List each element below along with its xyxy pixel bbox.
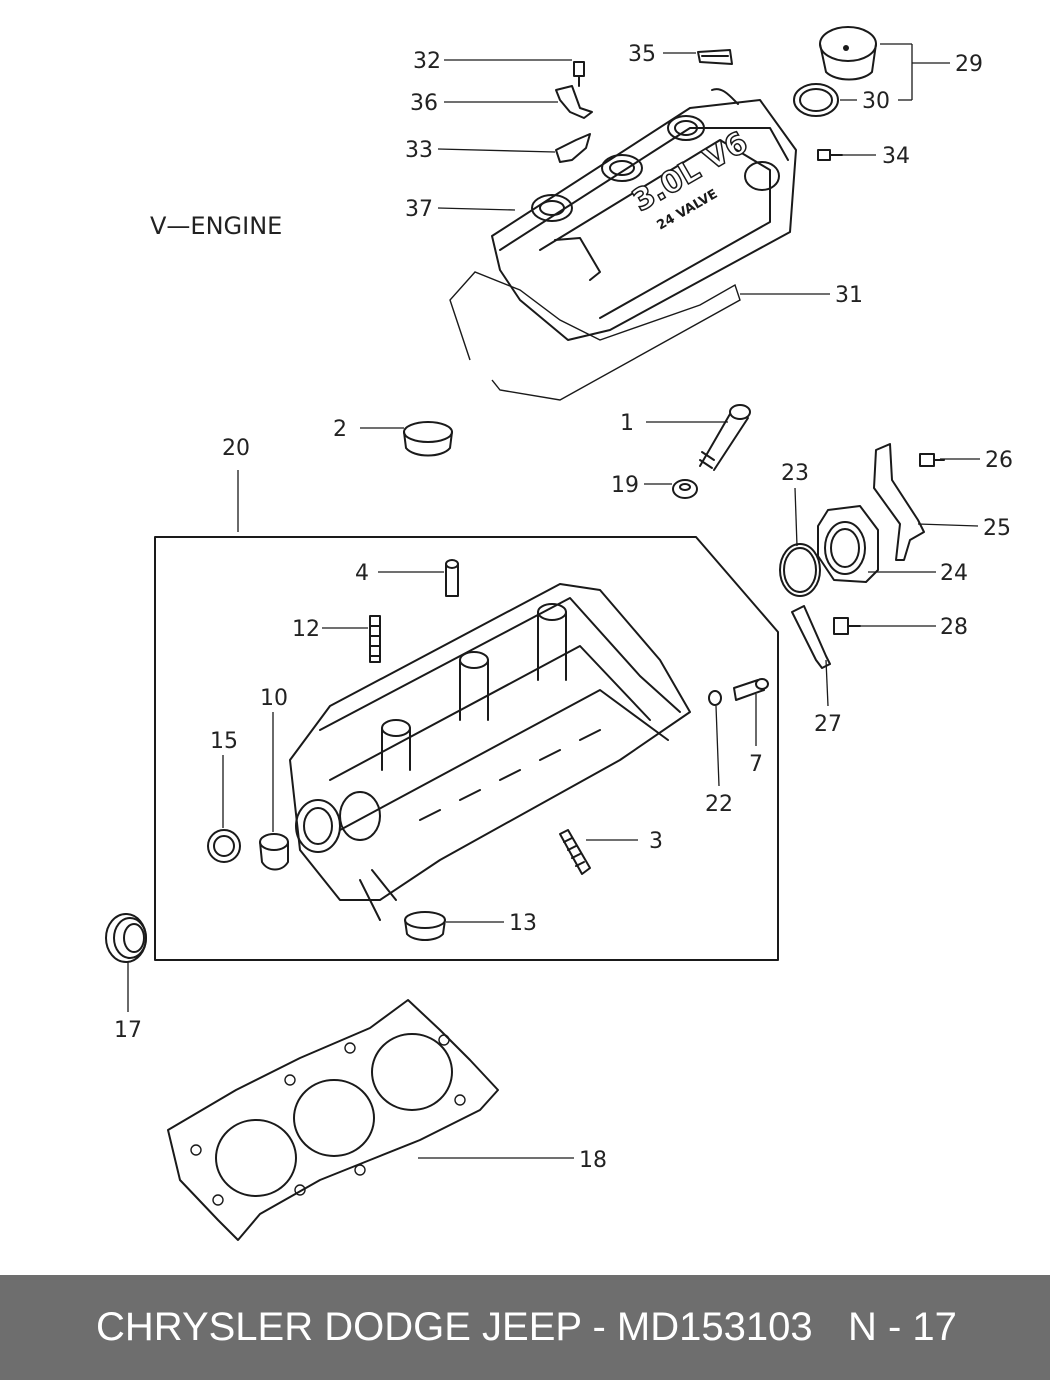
plug-13 xyxy=(404,911,446,941)
callout-24: 24 xyxy=(940,561,968,586)
head-gasket-18 xyxy=(167,999,499,1241)
callout-4: 4 xyxy=(355,561,369,586)
cylinder-head-group-frame xyxy=(154,536,779,961)
callout-37: 37 xyxy=(405,197,433,222)
callout-22: 22 xyxy=(705,792,733,817)
leader-lines xyxy=(127,43,980,1159)
thermostat-housing-24 xyxy=(817,505,879,583)
seal-15 xyxy=(207,829,241,863)
callout-31: 31 xyxy=(835,283,863,308)
callout-labels: 32 36 33 37 35 29 30 34 31 2 1 19 20 23 … xyxy=(114,42,1013,1173)
callout-35: 35 xyxy=(628,42,656,67)
callout-23: 23 xyxy=(781,461,809,486)
callout-33: 33 xyxy=(405,138,433,163)
cover-gasket xyxy=(449,271,741,401)
clip-35 xyxy=(697,49,733,65)
bracket-27 xyxy=(791,605,831,669)
callout-17: 17 xyxy=(114,1018,142,1043)
callout-27: 27 xyxy=(814,712,842,737)
dowel-7 xyxy=(733,678,769,701)
callout-34: 34 xyxy=(882,144,910,169)
footer-brand-part-number: CHRYSLER DODGE JEEP - MD153103 xyxy=(96,1305,813,1349)
callout-3: 3 xyxy=(649,829,663,854)
clamp-33 xyxy=(555,133,591,163)
callout-26: 26 xyxy=(985,448,1013,473)
callout-19: 19 xyxy=(611,473,639,498)
stud-3 xyxy=(559,829,591,875)
oring-22 xyxy=(708,690,722,706)
bracket-36 xyxy=(555,85,593,119)
parts-diagram: V—ENGINE 3.0L V6 24 VALVE xyxy=(105,26,1013,1241)
bolt-32 xyxy=(573,61,585,87)
stud-12 xyxy=(369,615,381,663)
callout-30: 30 xyxy=(862,89,890,114)
callout-7: 7 xyxy=(749,752,763,777)
callout-25: 25 xyxy=(983,516,1011,541)
callout-32: 32 xyxy=(413,49,441,74)
oil-filler-cap xyxy=(819,26,877,81)
callout-15: 15 xyxy=(210,729,238,754)
cam-cap-4 xyxy=(445,559,459,597)
plug-10 xyxy=(259,833,289,871)
bracket-25 xyxy=(873,443,925,561)
callout-20: 20 xyxy=(222,436,250,461)
callout-13: 13 xyxy=(509,911,537,936)
footer-page-reference: N - 17 xyxy=(848,1305,957,1349)
callout-28: 28 xyxy=(940,615,968,640)
washer-19 xyxy=(672,479,698,499)
callout-2: 2 xyxy=(333,417,347,442)
callout-1: 1 xyxy=(620,411,634,436)
footer-bar: CHRYSLER DODGE JEEP - MD153103 N - 17 xyxy=(0,1275,1050,1380)
oil-seal-17 xyxy=(105,913,147,963)
callout-36: 36 xyxy=(410,91,438,116)
callout-29: 29 xyxy=(955,52,983,77)
seal-cap-2 xyxy=(403,421,453,457)
head-bolt-1 xyxy=(699,404,751,471)
bolt-26 xyxy=(919,453,945,467)
callout-10: 10 xyxy=(260,686,288,711)
filler-cap-oring xyxy=(793,83,839,117)
engine-type-label: V—ENGINE xyxy=(150,212,282,240)
oring-23 xyxy=(779,543,821,597)
callout-18: 18 xyxy=(579,1148,607,1173)
callout-12: 12 xyxy=(292,617,320,642)
cylinder-head xyxy=(289,583,691,921)
